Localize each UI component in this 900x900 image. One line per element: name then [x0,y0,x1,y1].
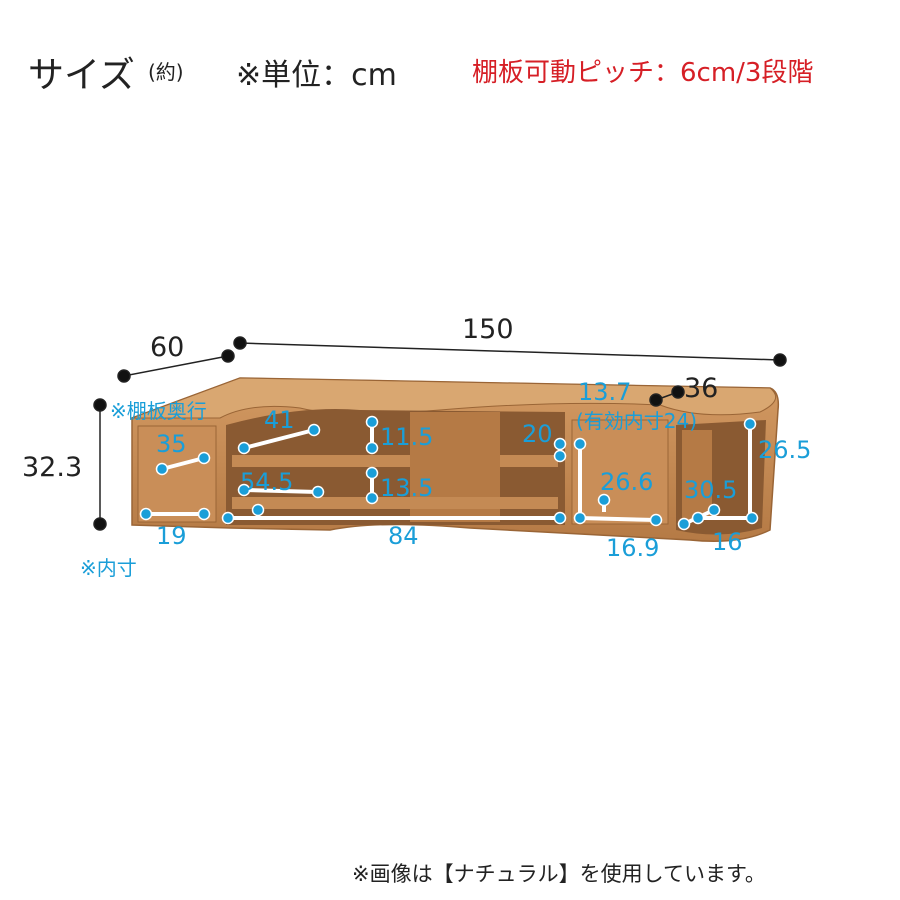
inner-dimension-note: ※内寸 [80,556,137,580]
page-title: サイズ [28,55,135,96]
left-width-label: 19 [156,522,187,550]
right-width-label: 16 [712,528,743,556]
depth-label: 60 [150,332,184,363]
open-shelf-height-bottom-label: 13.5 [380,474,433,502]
open-width-label: 84 [388,522,419,550]
height-label: 32.3 [22,452,82,483]
outer-dimension-lines [93,336,787,531]
right-height-label: 26.5 [758,436,811,464]
open-shelf-depth-bottom-label: 54.5 [240,468,293,496]
inner-dimension-dots [139,415,759,531]
open-shelf-height-top-label: 11.5 [380,423,433,451]
inner-dimension-lines [146,422,752,526]
cabinet-effective-label: (有効内寸24) [576,409,697,433]
right-top-height-label: 20 [522,420,553,448]
shelf-depth-note: ※棚板奥行 [110,399,207,423]
shelf-pitch-note: 棚板可動ピッチ：6cm/3段階 [472,58,814,88]
cabinet-height-label: 26.6 [600,468,653,496]
left-depth-label: 35 [156,430,187,458]
width-label: 150 [462,314,514,345]
open-shelf-depth-top-label: 41 [264,406,295,434]
approx-label: (約) [148,60,184,84]
unit-label: ※単位：cm [236,58,397,93]
side-depth-label: 36 [684,373,718,404]
tv-board-illustration [131,377,780,542]
right-depth-label: 30.5 [684,476,737,504]
cabinet-width-label: 16.9 [606,534,659,562]
cabinet-depth-label: 13.7 [578,378,631,406]
footer-note: ※画像は【ナチュラル】を使用しています。 [352,862,766,886]
